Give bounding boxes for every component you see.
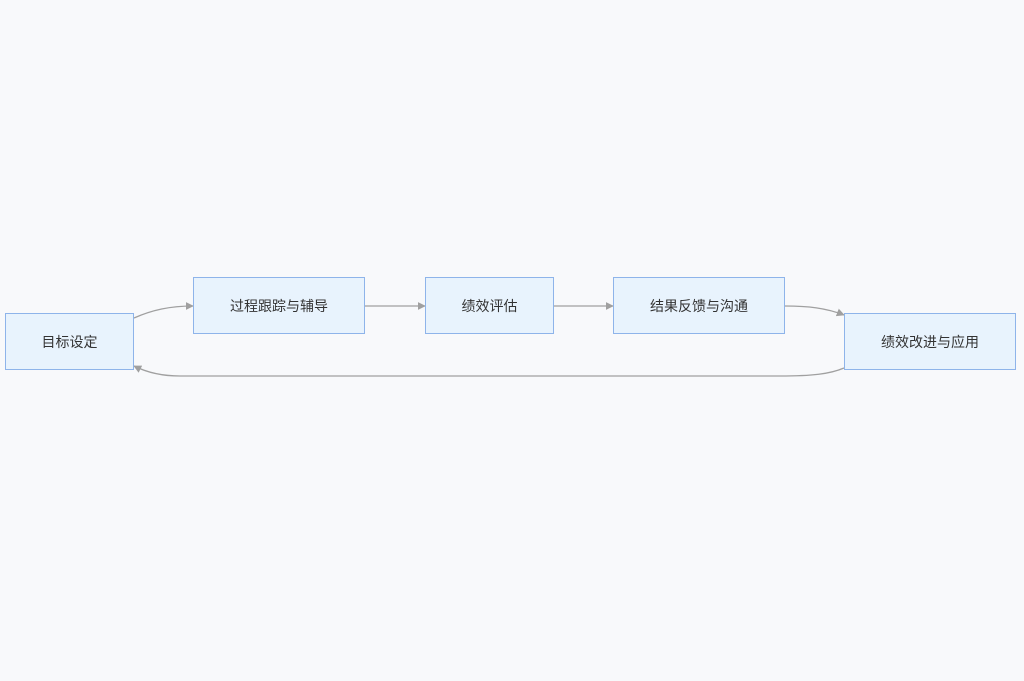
edge-goal-to-track <box>133 302 194 319</box>
edge-improve-to-goal <box>133 365 845 377</box>
edge-feedback-to-improve <box>784 305 845 317</box>
node-goal-setting-label: 目标设定 <box>41 334 98 351</box>
node-process-tracking[interactable]: 过程跟踪与辅导 <box>193 277 365 334</box>
node-result-feedback[interactable]: 结果反馈与沟通 <box>613 277 785 334</box>
node-performance-improvement-label: 绩效改进与应用 <box>881 334 979 351</box>
node-performance-evaluation-label: 绩效评估 <box>461 298 518 315</box>
node-result-feedback-label: 结果反馈与沟通 <box>650 298 748 315</box>
node-process-tracking-label: 过程跟踪与辅导 <box>230 298 328 315</box>
node-goal-setting[interactable]: 目标设定 <box>5 313 134 370</box>
node-performance-improvement[interactable]: 绩效改进与应用 <box>844 313 1016 370</box>
node-performance-evaluation[interactable]: 绩效评估 <box>425 277 554 334</box>
